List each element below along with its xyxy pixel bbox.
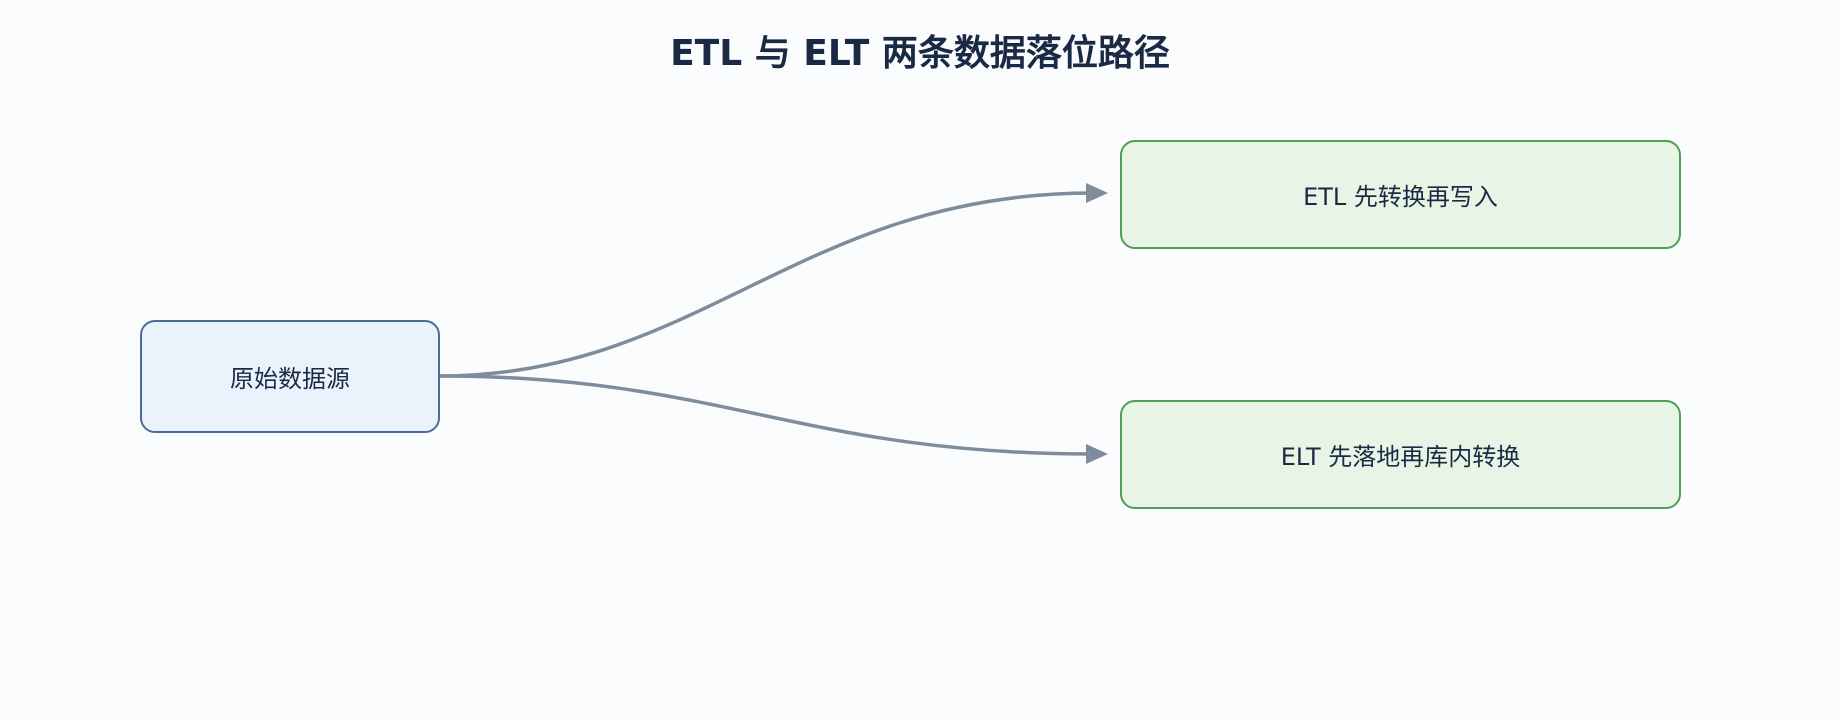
etl-node-label: ETL 先转换再写入 [1303,183,1498,211]
source-node: 原始数据源 [140,320,440,433]
etl-node: ETL 先转换再写入 [1120,140,1681,249]
edge-source-to-elt-arrowhead [1086,444,1108,464]
source-node-label: 原始数据源 [230,365,350,393]
edge-source-to-etl [439,191,1094,378]
edge-source-to-etl-arrowhead [1086,183,1108,203]
edge-source-to-elt [439,374,1094,456]
elt-node-label: ELT 先落地再库内转换 [1280,443,1521,471]
elt-node: ELT 先落地再库内转换 [1120,400,1681,509]
diagram-title: ETL 与 ELT 两条数据落位路径 [670,33,1170,74]
